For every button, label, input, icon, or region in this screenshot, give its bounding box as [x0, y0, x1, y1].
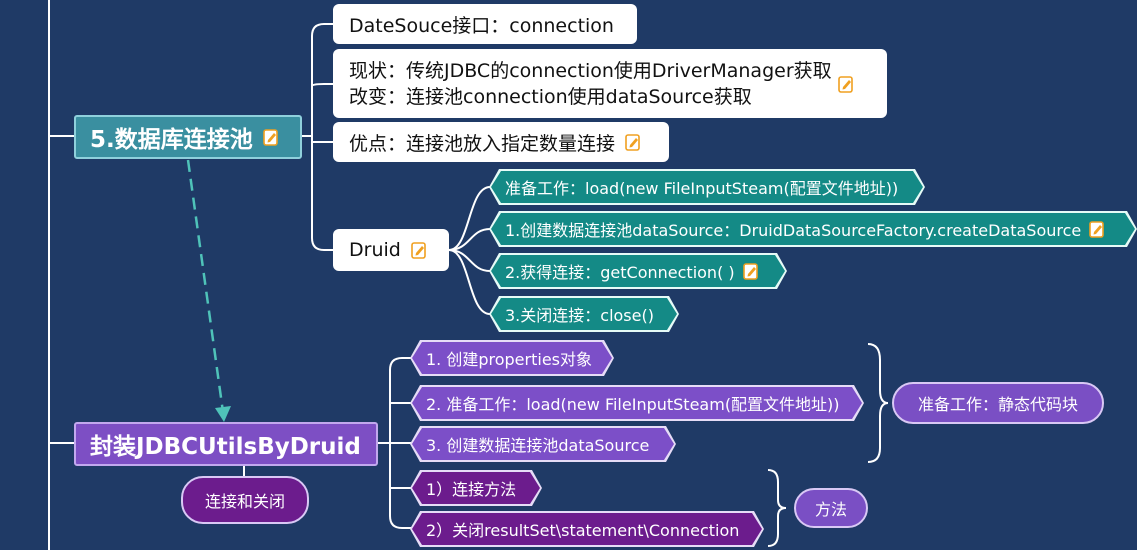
topic-db-pool[interactable]: 5.数据库连接池 — [74, 115, 302, 159]
utils-step-datasource-label: 3. 创建数据连接池dataSource — [426, 436, 650, 455]
node-druid[interactable]: Druid — [333, 229, 449, 271]
prep-brace — [867, 343, 889, 463]
branch-method-step1 — [389, 443, 412, 529]
branch-druid-step0 — [448, 186, 491, 251]
summary-connect-close[interactable]: 连接和关闭 — [181, 476, 309, 524]
node-status-line1: 现状：传统JDBC的connection使用DriverManager获取 — [349, 59, 832, 82]
note-icon[interactable] — [625, 133, 641, 151]
summary-method[interactable]: 方法 — [794, 488, 868, 528]
method-step-connect[interactable]: 1）连接方法 — [412, 472, 540, 504]
branch-datasource — [311, 23, 333, 136]
relation-arrowhead — [215, 406, 231, 422]
branch-method-step0 — [389, 443, 412, 489]
druid-step-create-label: 1.创建数据连接池dataSource：DruidDataSourceFacto… — [505, 221, 1082, 240]
utils-step-prep[interactable]: 2. 准备工作：load(new FileInputSteam(配置文件地址)) — [412, 387, 862, 419]
utils-step-datasource[interactable]: 3. 创建数据连接池dataSource — [412, 428, 674, 460]
summary-prep[interactable]: 准备工作：静态代码块 — [892, 382, 1104, 424]
druid-step-connect[interactable]: 2.获得连接：getConnection( ) — [491, 255, 785, 287]
druid-step-prep[interactable]: 准备工作：load(new FileInputSteam(配置文件地址)) — [491, 171, 923, 203]
druid-step-close-label: 3.关闭连接：close() — [505, 306, 654, 325]
note-icon[interactable] — [262, 128, 279, 146]
note-icon[interactable] — [837, 75, 854, 93]
branch-status — [311, 83, 333, 87]
topic-db-pool-label: 5.数据库连接池 — [90, 127, 253, 153]
node-datasource[interactable]: DateSouce接口：connection — [333, 4, 637, 44]
relation-dashed-line — [186, 159, 225, 413]
method-step-connect-label: 1）连接方法 — [426, 480, 517, 499]
druid-step-connect-label: 2.获得连接：getConnection( ) — [505, 263, 735, 282]
utils-step-properties[interactable]: 1. 创建properties对象 — [412, 342, 612, 374]
druid-step-prep-label: 准备工作：load(new FileInputSteam(配置文件地址)) — [505, 179, 899, 198]
method-brace — [767, 469, 787, 547]
branch-druid-step3 — [448, 249, 491, 315]
summary-connect-close-label: 连接和关闭 — [204, 492, 285, 511]
branch-utils-step0 — [389, 357, 412, 443]
method-step-close-label: 2）关闭resultSet\statement\Connection — [426, 521, 740, 540]
method-step-close[interactable]: 2）关闭resultSet\statement\Connection — [412, 513, 762, 545]
utils-step-properties-label: 1. 创建properties对象 — [426, 350, 593, 369]
summary-method-label: 方法 — [814, 500, 847, 519]
node-advantage[interactable]: 优点：连接池放入指定数量连接 — [333, 122, 669, 162]
node-status-line2: 改变：连接池connection使用dataSource获取 — [349, 85, 752, 108]
node-status-text: 现状：传统JDBC的connection使用DriverManager获取 改变… — [349, 58, 832, 110]
topic-jdbc-utils-label: 封装JDBCUtilsByDruid — [90, 434, 361, 460]
node-advantage-label: 优点：连接池放入指定数量连接 — [349, 132, 616, 155]
utils-step-prep-label: 2. 准备工作：load(new FileInputSteam(配置文件地址)) — [426, 395, 840, 414]
druid-step-create[interactable]: 1.创建数据连接池dataSource：DruidDataSourceFacto… — [491, 213, 1135, 245]
druid-step-close[interactable]: 3.关闭连接：close() — [491, 298, 677, 330]
node-druid-label: Druid — [349, 239, 401, 261]
note-icon[interactable] — [1089, 220, 1105, 238]
note-icon[interactable] — [743, 262, 759, 280]
node-status[interactable]: 现状：传统JDBC的connection使用DriverManager获取 改变… — [333, 49, 887, 118]
node-datasource-label: DateSouce接口：connection — [349, 14, 614, 37]
note-icon[interactable] — [411, 241, 427, 259]
branch-druid — [311, 136, 333, 251]
topic-jdbc-utils[interactable]: 封装JDBCUtilsByDruid — [74, 422, 378, 466]
summary-prep-label: 准备工作：静态代码块 — [917, 395, 1078, 414]
